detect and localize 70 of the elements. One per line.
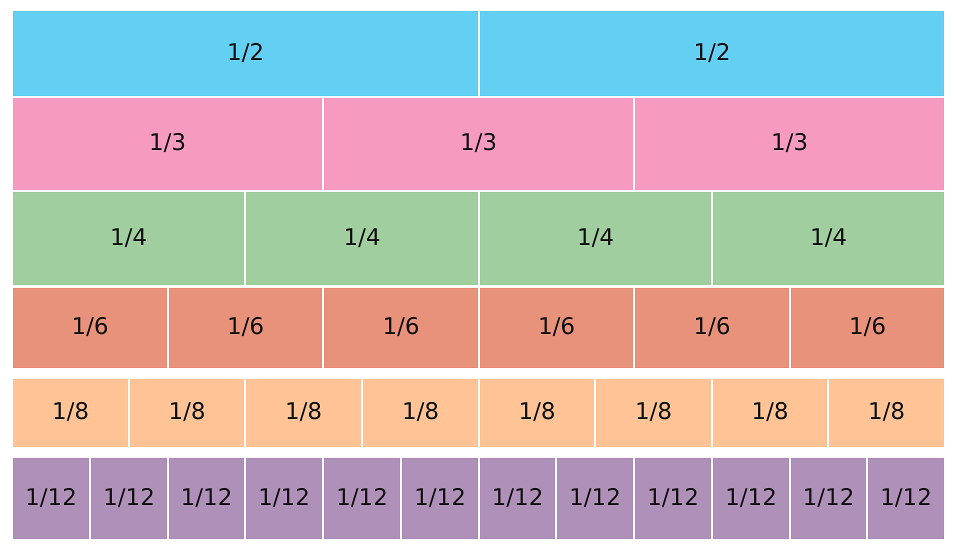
fraction-label: 1/6 [71, 315, 108, 341]
fraction-label: 1/12 [103, 486, 155, 512]
fraction-strip-segment [402, 458, 478, 539]
fraction-label: 1/6 [848, 315, 886, 341]
fraction-label: 1/12 [492, 486, 544, 512]
fraction-strip-segment [791, 288, 944, 368]
fraction-label: 1/8 [751, 400, 788, 426]
fraction-label: 1/3 [770, 131, 808, 157]
fraction-label: 1/12 [647, 486, 699, 512]
fraction-strip-segment [635, 458, 711, 539]
fraction-strip-segment [13, 379, 128, 447]
fraction-label: 1/12 [414, 486, 466, 512]
fraction-strip-segment [246, 458, 322, 539]
fraction-label: 1/12 [258, 486, 310, 512]
fraction-strip-segment [713, 379, 827, 447]
fraction-strip-segment [363, 379, 478, 447]
fraction-strip-segment [557, 458, 633, 539]
fraction-strip-segment [169, 458, 244, 539]
fraction-label: 1/4 [110, 226, 147, 252]
fraction-strip-segment [324, 458, 400, 539]
fraction-strip-segment [713, 458, 789, 539]
fraction-strip-segment [480, 192, 711, 285]
fraction-strip-segment [169, 288, 322, 368]
fraction-strip-segment [130, 379, 244, 447]
fraction-label: 1/8 [402, 400, 439, 426]
fraction-strip-segment [13, 458, 89, 539]
fraction-strip-segment [829, 379, 944, 447]
fraction-strip-segment [480, 458, 555, 539]
fraction-strip-segment [246, 192, 478, 285]
fraction-label: 1/12 [25, 486, 77, 512]
fraction-strip-segment [246, 379, 361, 447]
fraction-strip-segment [324, 98, 633, 190]
fraction-label: 1/2 [226, 40, 264, 66]
fraction-label: 1/12 [569, 486, 621, 512]
fraction-label: 1/12 [180, 486, 232, 512]
fraction-strip-segment [596, 379, 711, 447]
fraction-label: 1/8 [518, 400, 556, 426]
fraction-label: 1/4 [810, 226, 847, 252]
fraction-strip-segment [713, 192, 944, 285]
fraction-label: 1/6 [226, 315, 264, 341]
fraction-label: 1/3 [460, 131, 497, 157]
fraction-strip-segment [480, 288, 633, 368]
fraction-strip-segment [13, 192, 244, 285]
fraction-strip-segment [791, 458, 866, 539]
fraction-label: 1/12 [802, 486, 854, 512]
fraction-strip-segment [635, 288, 789, 368]
fraction-strip-segment [635, 98, 944, 190]
fraction-label: 1/12 [880, 486, 932, 512]
fraction-label: 1/2 [693, 40, 730, 66]
fraction-label: 1/4 [576, 226, 614, 252]
fraction-strip-segment [13, 11, 478, 96]
fraction-label: 1/8 [634, 400, 672, 426]
fraction-strip-segment [91, 458, 167, 539]
fraction-label: 1/6 [538, 315, 575, 341]
fraction-label: 1/3 [148, 131, 186, 157]
fraction-label: 1/12 [725, 486, 777, 512]
fraction-label: 1/6 [693, 315, 730, 341]
fraction-strip-segment [480, 11, 944, 96]
fraction-strip-segment [13, 98, 322, 190]
fraction-strip-segment [480, 379, 594, 447]
fraction-label: 1/12 [336, 486, 388, 512]
fraction-label: 1/8 [868, 400, 905, 426]
fraction-strip-segment [324, 288, 478, 368]
fraction-strip-segment [868, 458, 944, 539]
fraction-strip-segment [13, 288, 167, 368]
fraction-label: 1/8 [52, 400, 89, 426]
fraction-label: 1/8 [168, 400, 206, 426]
fraction-label: 1/4 [343, 226, 380, 252]
fraction-label: 1/6 [382, 315, 420, 341]
fraction-label: 1/8 [284, 400, 322, 426]
